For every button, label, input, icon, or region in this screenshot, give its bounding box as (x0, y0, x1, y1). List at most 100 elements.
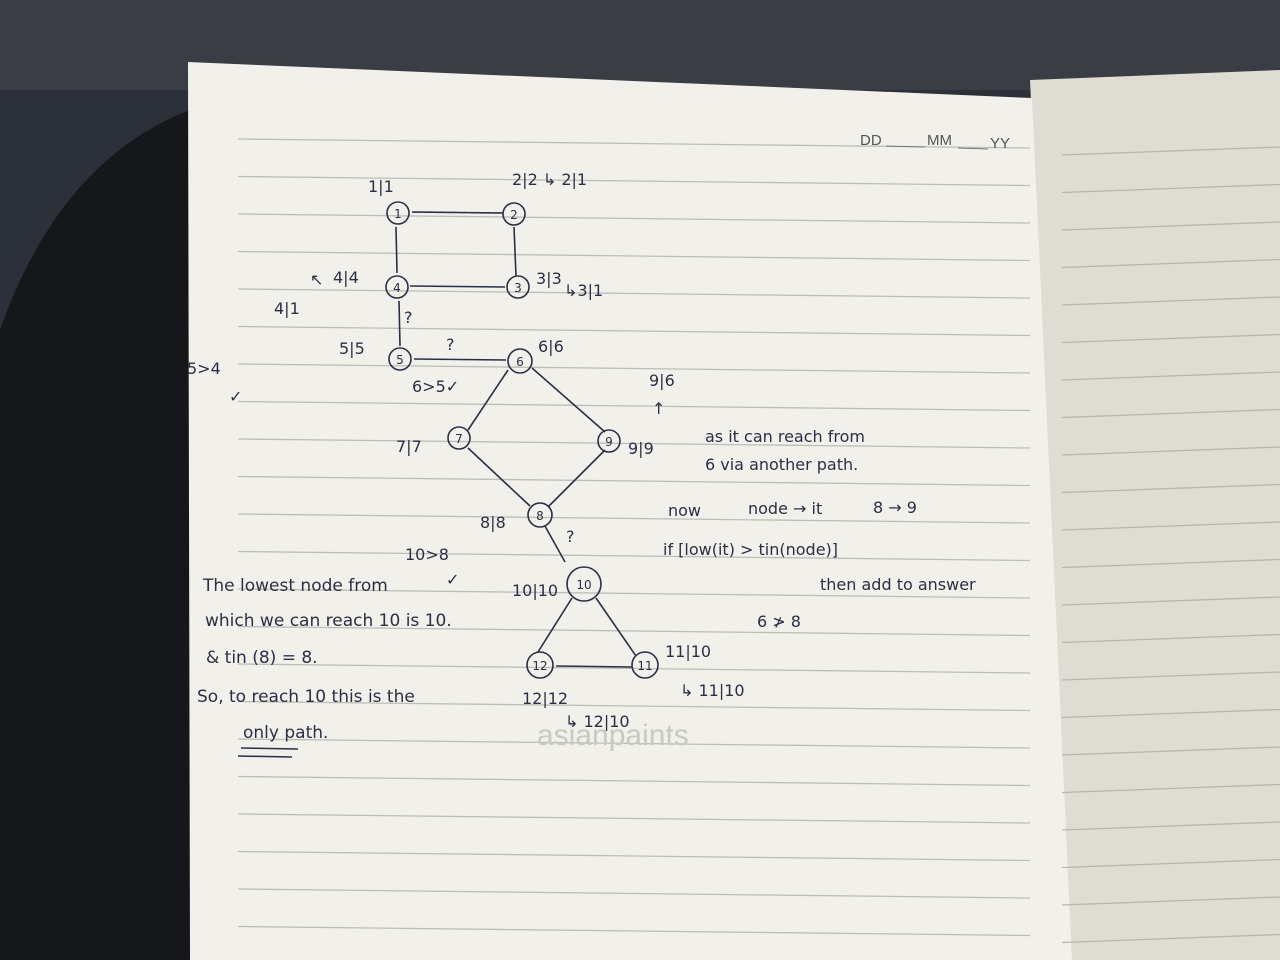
label-node-5: 5|5 (339, 339, 365, 358)
underline-2 (237, 755, 293, 758)
note-condition: if [low(it) > tin(node)] (663, 540, 838, 559)
ruled-line-right (1061, 858, 1280, 869)
graph-nodes (385, 201, 659, 679)
header-underline-2 (957, 147, 989, 150)
label-node-1: 1|1 (368, 177, 394, 196)
note-left-line-2: which we can reach 10 is 10. (205, 611, 452, 631)
node-number-6: 6 (516, 355, 524, 369)
graph-node-5 (388, 347, 412, 371)
ruled-line (237, 888, 1031, 899)
graph-node-3 (506, 275, 530, 299)
check-mark: ✓ (446, 570, 459, 589)
label-node-8: 8|8 (480, 513, 506, 532)
arrow-node-4: ↖ (310, 270, 323, 289)
ruled-line (237, 213, 1031, 224)
node-number-1: 1 (394, 207, 402, 221)
ruled-line-right (1061, 221, 1280, 231)
graph-node-9 (597, 429, 621, 453)
ruled-line (237, 663, 1031, 674)
ruled-line (237, 925, 1031, 937)
graph-edges (395, 211, 637, 668)
ruled-line (237, 438, 1031, 449)
node-number-9: 9 (605, 435, 613, 449)
note-left-line-5: only path. (243, 723, 328, 743)
label-node-12-update: ↳ 12|10 (565, 712, 630, 731)
ruled-line (237, 775, 1031, 787)
question-mark-2: ? (446, 335, 455, 354)
note-right-line-2: 6 via another path. (705, 455, 858, 474)
label-node-4: 4|4 (333, 268, 359, 287)
note-node-it: node → it (748, 499, 822, 518)
header-yy: YY (990, 135, 1010, 152)
node-number-12: 12 (532, 659, 547, 673)
label-node-10: 10|10 (512, 581, 558, 600)
ruled-line (237, 325, 1031, 337)
label-node-7: 7|7 (396, 437, 422, 456)
note-right-line-1: as it can reach from (705, 427, 865, 446)
graph-node-10 (566, 566, 602, 602)
question-mark-1: ? (404, 308, 413, 327)
compare-10-8: 10>8 (405, 545, 449, 564)
header-dd: DD (860, 132, 882, 149)
ruled-line-right (1061, 258, 1280, 269)
node-number-10: 10 (576, 578, 591, 592)
ruled-line (237, 813, 1031, 824)
label-node-9: 9|9 (628, 439, 654, 458)
ruled-line-right (1061, 746, 1280, 756)
ruled-line (237, 475, 1031, 487)
note-left-line-4: So, to reach 10 this is the (197, 687, 415, 707)
right-page (1030, 70, 1280, 960)
ruled-line-right (1061, 783, 1280, 794)
node-number-5: 5 (396, 353, 404, 367)
node-number-11: 11 (637, 659, 652, 673)
ruled-line (237, 625, 1031, 637)
ruled-line-right (1061, 371, 1280, 381)
ruled-line-right (1061, 558, 1280, 569)
ruled-line (237, 363, 1031, 374)
ruled-line (237, 738, 1031, 749)
label-node-9-update: 9|6 (649, 371, 675, 390)
ruled-line-right (1061, 896, 1280, 906)
note-eight-nine: 8 → 9 (873, 498, 917, 517)
ruled-line-right (1061, 408, 1280, 419)
left-page (188, 62, 1072, 960)
label-node-3-update: ↳3|1 (564, 281, 603, 300)
ruled-line (237, 588, 1031, 599)
note-then: then add to answer (820, 575, 976, 594)
ruled-line-right (1061, 933, 1280, 944)
node-number-3: 3 (514, 281, 522, 295)
ruled-line-right (1061, 483, 1280, 494)
side-note-check: ✓ (229, 387, 242, 406)
node-number-4: 4 (393, 281, 401, 295)
ruled-lines (237, 138, 1031, 937)
label-node-3: 3|3 (536, 269, 562, 288)
watermark: asianpaints (537, 719, 689, 752)
note-now: now (668, 501, 701, 520)
ruled-line (237, 513, 1031, 524)
graph-node-6 (507, 348, 533, 374)
note-left-line-3: & tin (8) = 8. (206, 648, 318, 668)
ruled-line (237, 288, 1031, 299)
graph-node-11 (631, 651, 659, 679)
ruled-line (237, 250, 1031, 262)
note-not-greater: 6 ≯ 8 (757, 612, 801, 631)
node-number-8: 8 (536, 509, 544, 523)
label-node-11: 11|10 (665, 642, 711, 661)
label-node-4-update: 4|1 (274, 299, 300, 318)
chair-shadow (0, 110, 190, 960)
ruled-line (237, 700, 1031, 712)
ruled-line-right (1061, 446, 1280, 456)
graph-node-1 (386, 201, 410, 225)
ruled-line (237, 400, 1031, 412)
ruled-line-right (1061, 633, 1280, 644)
graph-node-8 (527, 502, 553, 528)
compare-6-5: 6>5✓ (412, 377, 459, 396)
graph-node-4 (385, 275, 409, 299)
node-number-2: 2 (510, 208, 518, 222)
ruled-line-right (1061, 146, 1280, 156)
node-number-7: 7 (455, 432, 463, 446)
ruled-line-right (1061, 333, 1280, 344)
label-node-6: 6|6 (538, 337, 564, 356)
note-left-line-1: The lowest node from (202, 576, 388, 596)
